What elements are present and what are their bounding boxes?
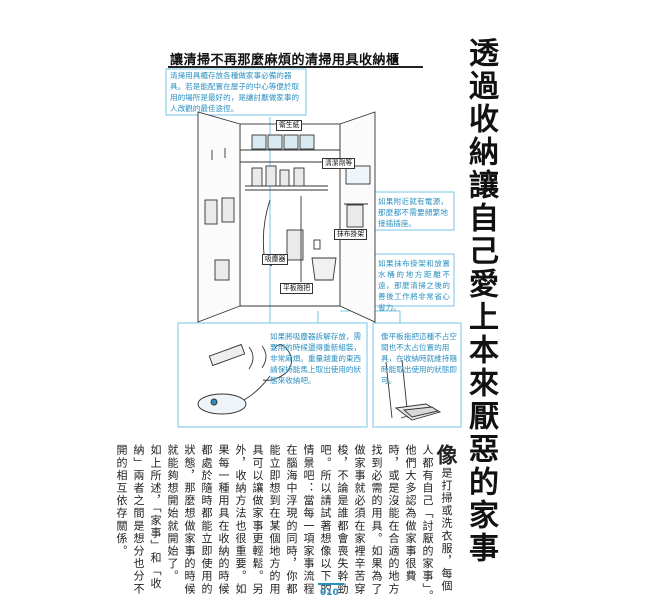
callout-cloth-rack: 如果抹布掛架和放置水桶的地方距離不遠，那麼清掃之後的善後工作將非常省心省力。 xyxy=(378,259,450,312)
body-dropcap: 像 xyxy=(434,444,458,467)
body-paragraph-1: 是打掃或洗衣服，每個人都有自己「討厭的家事」。他們大多認為做家事很費時，或是沒能… xyxy=(166,444,453,603)
tag-vacuum: 吸塵器 xyxy=(262,254,289,265)
callout-flat-mop: 像平板拖把這種不占空間也不太占位置的用具，在收納時就維持隨時能取出使用的狀態即可… xyxy=(381,332,457,385)
page-number: 010 xyxy=(320,588,339,598)
tag-detergent: 清潔劑等 xyxy=(322,158,356,169)
vertical-title: 透過收納讓自己愛上本來厭惡的家事 xyxy=(463,37,498,565)
page-number-rule xyxy=(318,583,344,585)
tag-flat-mop: 平板拖把 xyxy=(280,283,314,294)
tag-toilet-paper: 衛生紙 xyxy=(276,120,303,131)
title-rule xyxy=(168,66,423,68)
section-title: 讓清掃不再那麼麻煩的清掃用具收納櫃 xyxy=(170,53,400,68)
callout-power-outlet: 如果附近就有電源，那麼都不需要頻繁地接插插座。 xyxy=(378,197,448,228)
body-paragraph-2: 如上所述，「家事」和「收納」兩者之間是想分也分不開的相互依存關係。 xyxy=(115,444,162,596)
callout-closet-location: 清掃用具櫃存放各種做家事必備的器具。若是能配置在屋子的中心等便於取用的場所是最好… xyxy=(170,71,300,113)
body-text: 像是打掃或洗衣服，每個人都有自己「討厭的家事」。他們大多認為做家事很費時，或是沒… xyxy=(115,444,458,604)
callout-vacuum-storage: 如果將吸塵器拆解存放，需要用的時候還得重新組裝，非常麻煩。重量越重的東西請保持能… xyxy=(270,332,362,385)
tag-cloth-rack: 抹布掛架 xyxy=(334,229,368,240)
